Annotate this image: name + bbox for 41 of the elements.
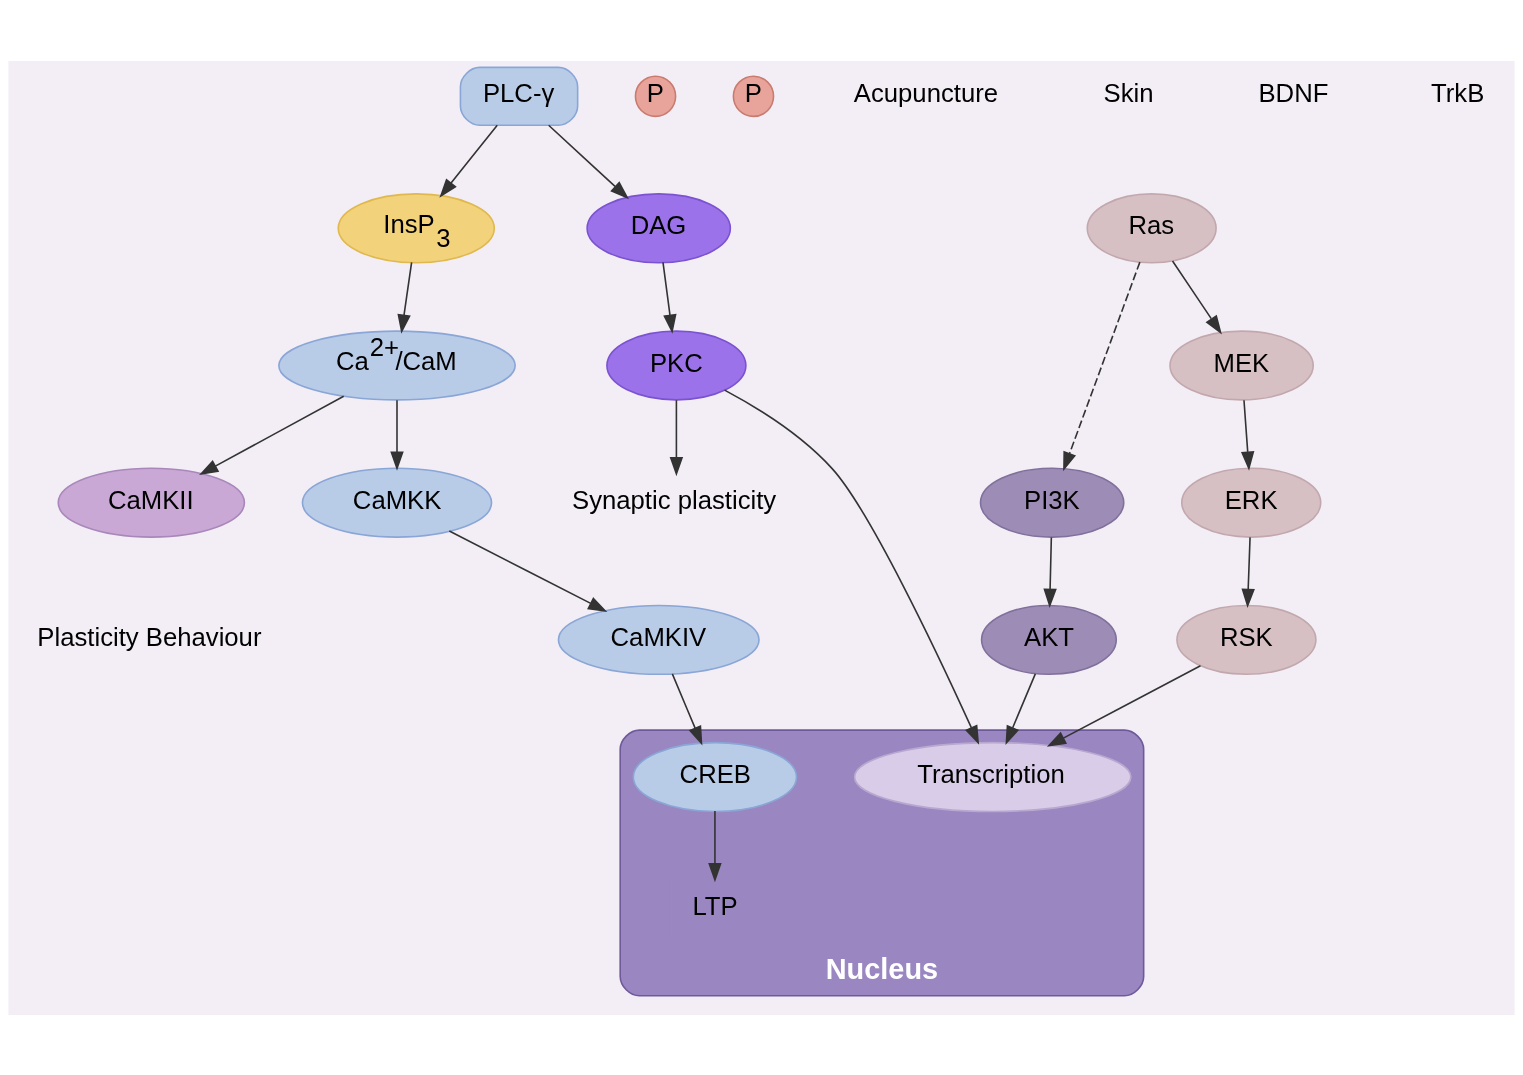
label: BDNF [1258, 78, 1329, 107]
node-ellipse: CaMKIV [557, 604, 760, 675]
arrow [547, 123, 629, 199]
arrow [1171, 259, 1222, 335]
node-ellipse: DAG [586, 192, 732, 264]
arrow [1241, 536, 1255, 608]
node-ellipse: RSK [1176, 604, 1317, 675]
node-ellipse: CREB [632, 741, 798, 812]
label: Acupuncture [853, 78, 999, 107]
node-box: PLC-γ [459, 66, 579, 126]
node-ellipse: Transcription [853, 741, 1132, 812]
node-circle: P [732, 74, 775, 117]
arrow [390, 398, 404, 471]
label: TrkB [1431, 78, 1485, 107]
arrow [1046, 664, 1202, 747]
arrow [397, 261, 413, 334]
node-ellipse: PI3K [979, 466, 1125, 538]
arrow [439, 123, 499, 198]
node-ellipse: AKT [980, 604, 1118, 675]
label: Skin [1103, 78, 1154, 107]
arrow [669, 398, 684, 476]
node-label: Plasticity Behaviour [37, 622, 262, 651]
arrow [1043, 536, 1057, 608]
arrow [199, 394, 345, 475]
node-ellipse: CaMKII [57, 466, 246, 538]
node-text: LTP [692, 891, 738, 920]
arrow [1063, 260, 1141, 471]
arrow [448, 529, 608, 612]
node-ellipse: ERK [1180, 466, 1322, 538]
node-circle: P [634, 74, 677, 117]
node-text: Synaptic plasticity [572, 485, 777, 514]
node-ellipse: MEK [1169, 329, 1315, 401]
arrow [708, 809, 722, 882]
arrow [1240, 398, 1255, 471]
arrow [662, 261, 677, 334]
node-ellipse: PKC [606, 329, 747, 401]
node-ellipse: Ras [1086, 192, 1217, 264]
arrow [671, 672, 703, 746]
arrow [1005, 672, 1037, 745]
node-ellipse: CaMKK [301, 466, 493, 538]
arrow [723, 388, 980, 745]
